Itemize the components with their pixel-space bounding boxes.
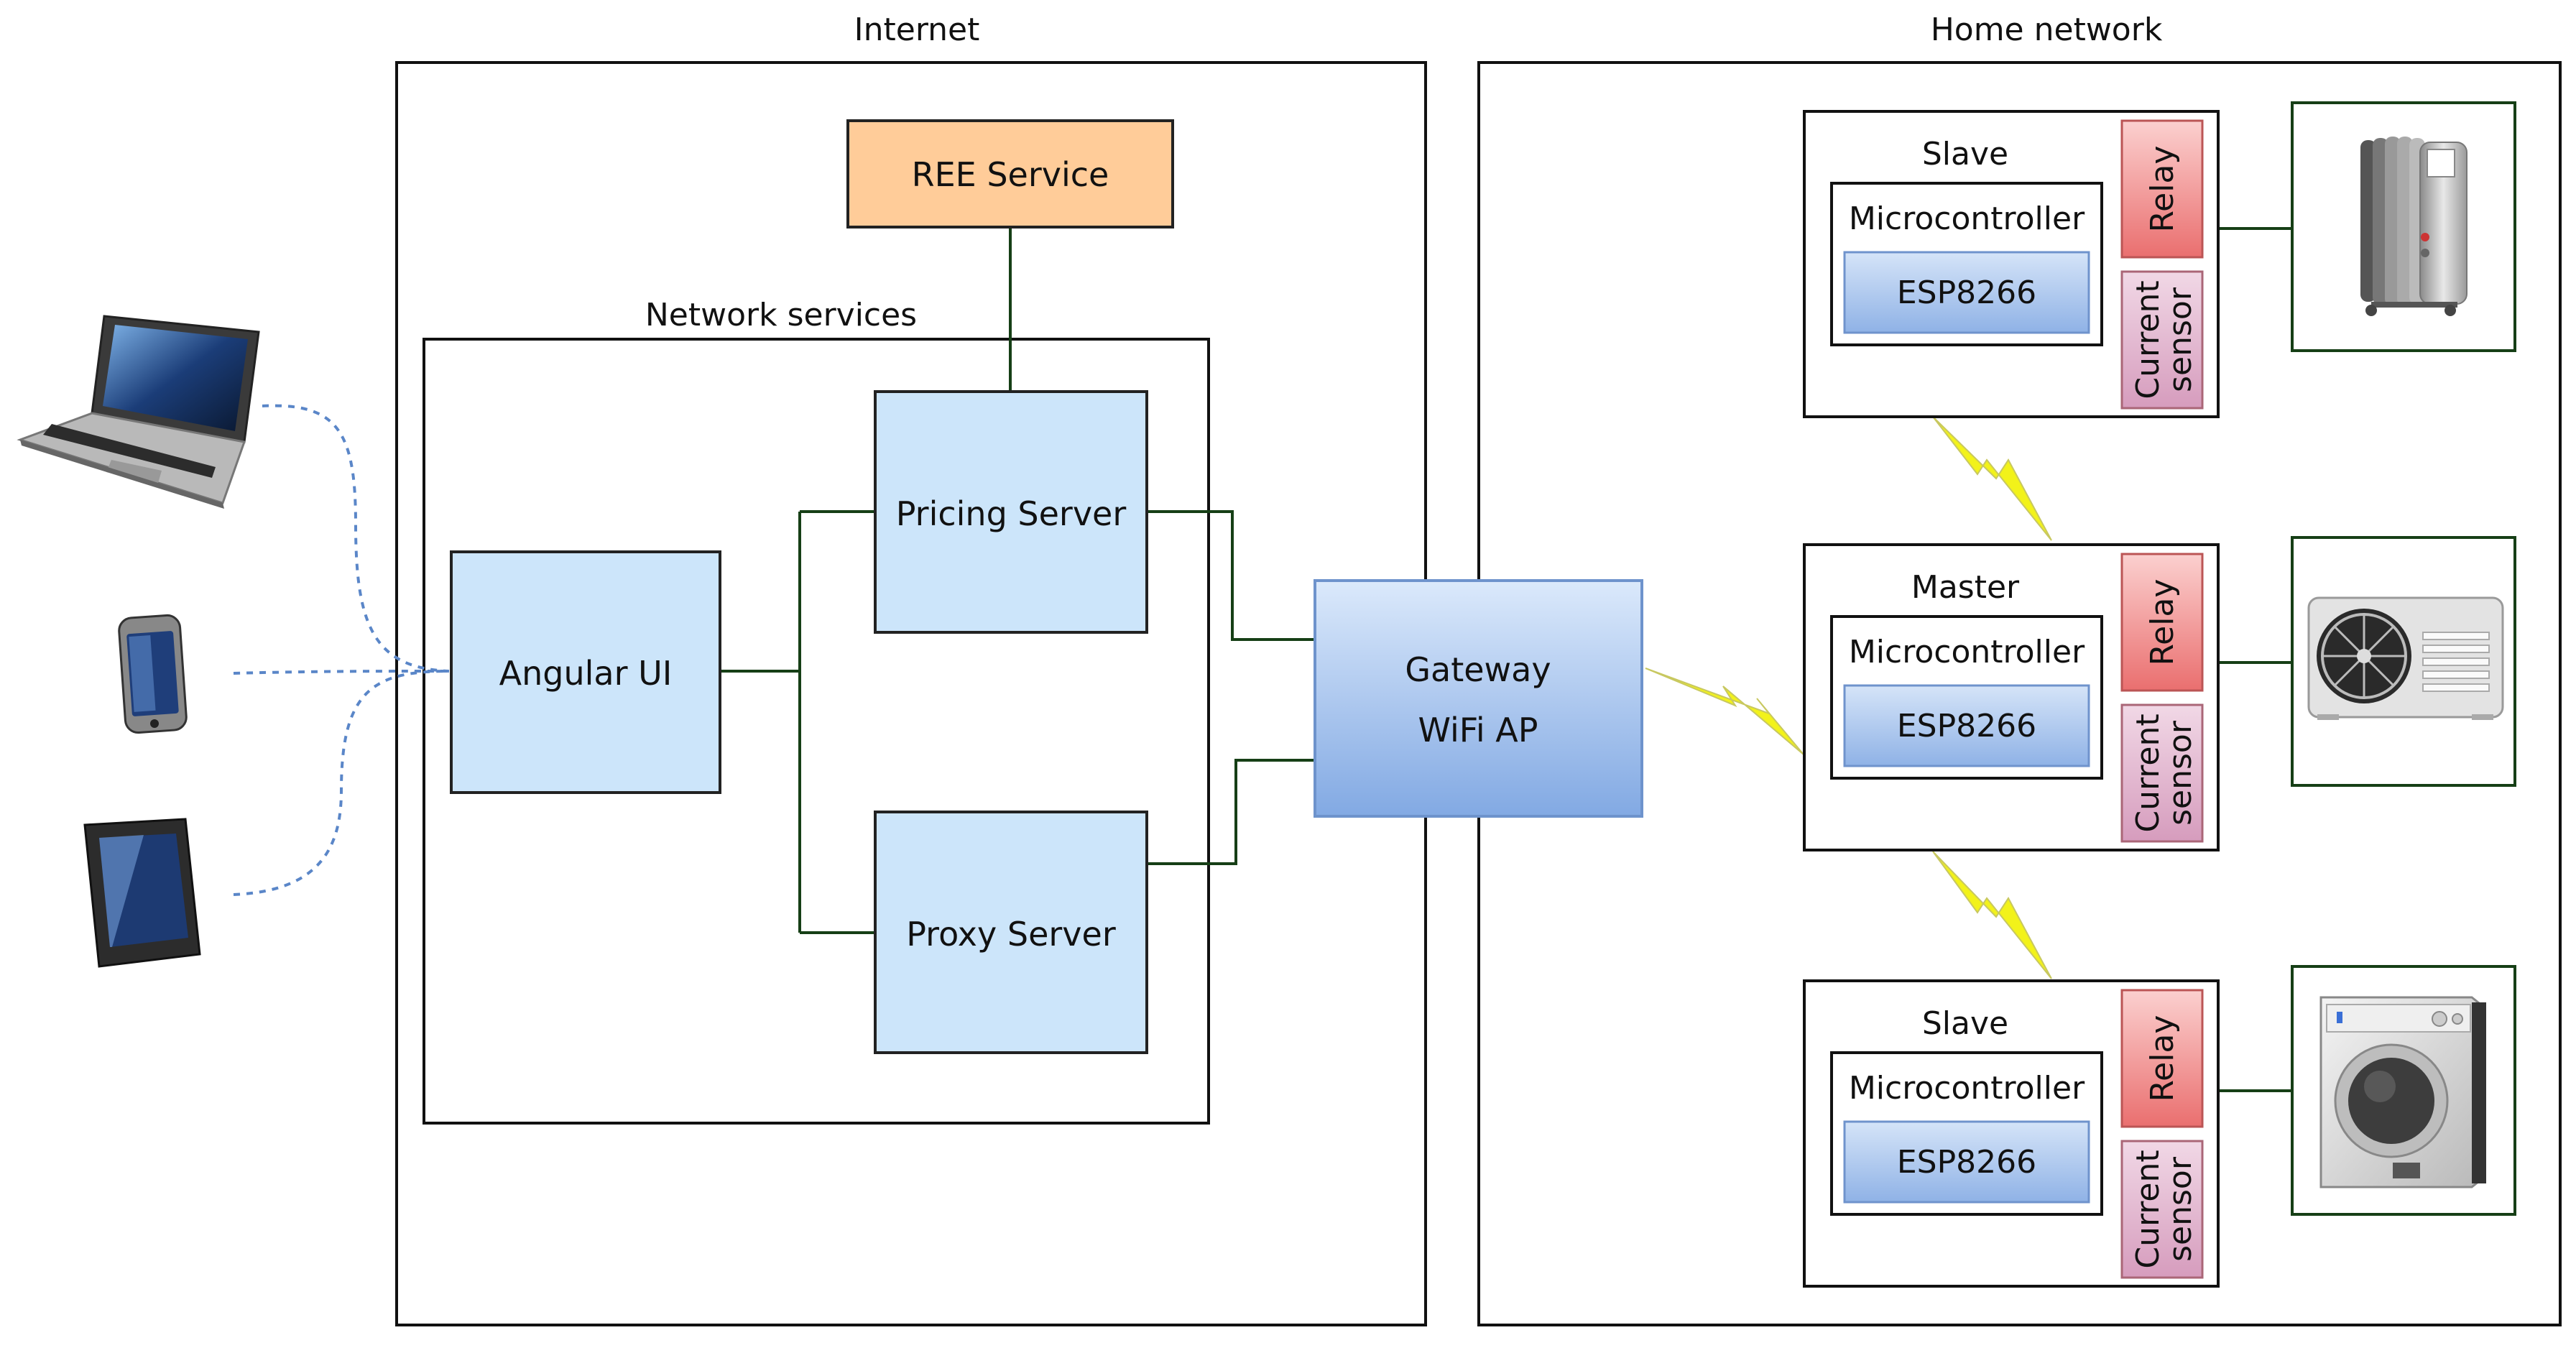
- network-services-label: Network services: [645, 297, 917, 333]
- relay-box: [2120, 989, 2204, 1128]
- wifi-ap-label: WiFi AP: [1418, 711, 1538, 749]
- ui-to-servers-wire: [720, 510, 875, 934]
- washing-machine-frame: [2291, 965, 2516, 1216]
- oil-radiator-frame: [2291, 101, 2516, 352]
- relay-box: [2120, 119, 2204, 259]
- gateway-box: Gateway WiFi AP: [1314, 579, 1643, 818]
- relay-box: [2120, 553, 2204, 692]
- current-sensor-box: [2120, 703, 2204, 843]
- current-sensor-label: Current: [2130, 280, 2166, 399]
- ree-service-label: REE Service: [912, 155, 1109, 194]
- esp8266-chip: [1843, 251, 2090, 334]
- esp8266-label: ESP8266: [1897, 708, 2036, 744]
- appliance-frames: [2291, 101, 2516, 1216]
- node-role-label: Master: [1911, 569, 2020, 606]
- relay-label: Relay: [2144, 146, 2181, 233]
- internet-region-label: Internet: [854, 11, 980, 48]
- angular-ui-label: Angular UI: [499, 654, 673, 693]
- pricing-server-box: Pricing Server: [874, 390, 1148, 634]
- gateway-label: Gateway: [1405, 650, 1551, 689]
- client-links: [233, 404, 450, 896]
- home-nodes: SlaveMicrocontrollerESP8266RelayCurrents…: [1803, 110, 2220, 1288]
- current-sensor-label: sensor: [2162, 1156, 2199, 1262]
- pricing-to-gateway-wire: [1147, 510, 1315, 641]
- home-network-region-label: Home network: [1931, 11, 2163, 48]
- phone-link: [233, 670, 450, 675]
- laptop-link: [262, 404, 450, 673]
- proxy-server-box: Proxy Server: [874, 811, 1148, 1054]
- smartphone-icon: [118, 614, 188, 734]
- relay-label: Relay: [2144, 1015, 2181, 1102]
- angular-ui-box: Angular UI: [450, 550, 721, 794]
- pricing-server-label: Pricing Server: [896, 494, 1127, 533]
- current-sensor-label: sensor: [2162, 720, 2199, 826]
- ree-service-box: REE Service: [846, 119, 1174, 228]
- microcontroller-label: Microcontroller: [1849, 634, 2085, 670]
- connections: [720, 227, 2292, 1092]
- network-services-group: Network services: [423, 297, 1210, 1125]
- air-conditioner-frame: [2291, 536, 2516, 787]
- tablet-link: [233, 670, 450, 896]
- lightning-icon: [1932, 416, 2052, 541]
- proxy-server-label: Proxy Server: [906, 915, 1116, 954]
- microcontroller-label: Microcontroller: [1849, 1070, 2085, 1107]
- relay-label: Relay: [2144, 579, 2181, 666]
- node-role-label: Slave: [1922, 1005, 2008, 1042]
- laptop-icon: [17, 315, 260, 509]
- lightning-icon: [1932, 851, 2052, 979]
- esp8266-chip: [1843, 684, 2090, 767]
- tablet-icon: [83, 818, 201, 968]
- washing-machine-icon: [2319, 996, 2486, 1188]
- current-sensor-label: Current: [2130, 714, 2166, 832]
- air-conditioner-icon: [2307, 596, 2504, 720]
- current-sensor-box: [2120, 1140, 2204, 1279]
- esp8266-label: ESP8266: [1897, 1144, 2036, 1181]
- esp8266-chip: [1843, 1120, 2090, 1204]
- current-sensor-label: Current: [2130, 1150, 2166, 1268]
- proxy-to-gateway-wire: [1147, 759, 1315, 865]
- current-sensor-label: sensor: [2162, 287, 2199, 392]
- node-role-label: Slave: [1922, 136, 2008, 172]
- lightning-icon: [1645, 668, 1804, 755]
- esp8266-label: ESP8266: [1897, 274, 2036, 311]
- oil-radiator-icon: [2360, 137, 2467, 316]
- current-sensor-box: [2120, 270, 2204, 410]
- microcontroller-label: Microcontroller: [1849, 200, 2085, 237]
